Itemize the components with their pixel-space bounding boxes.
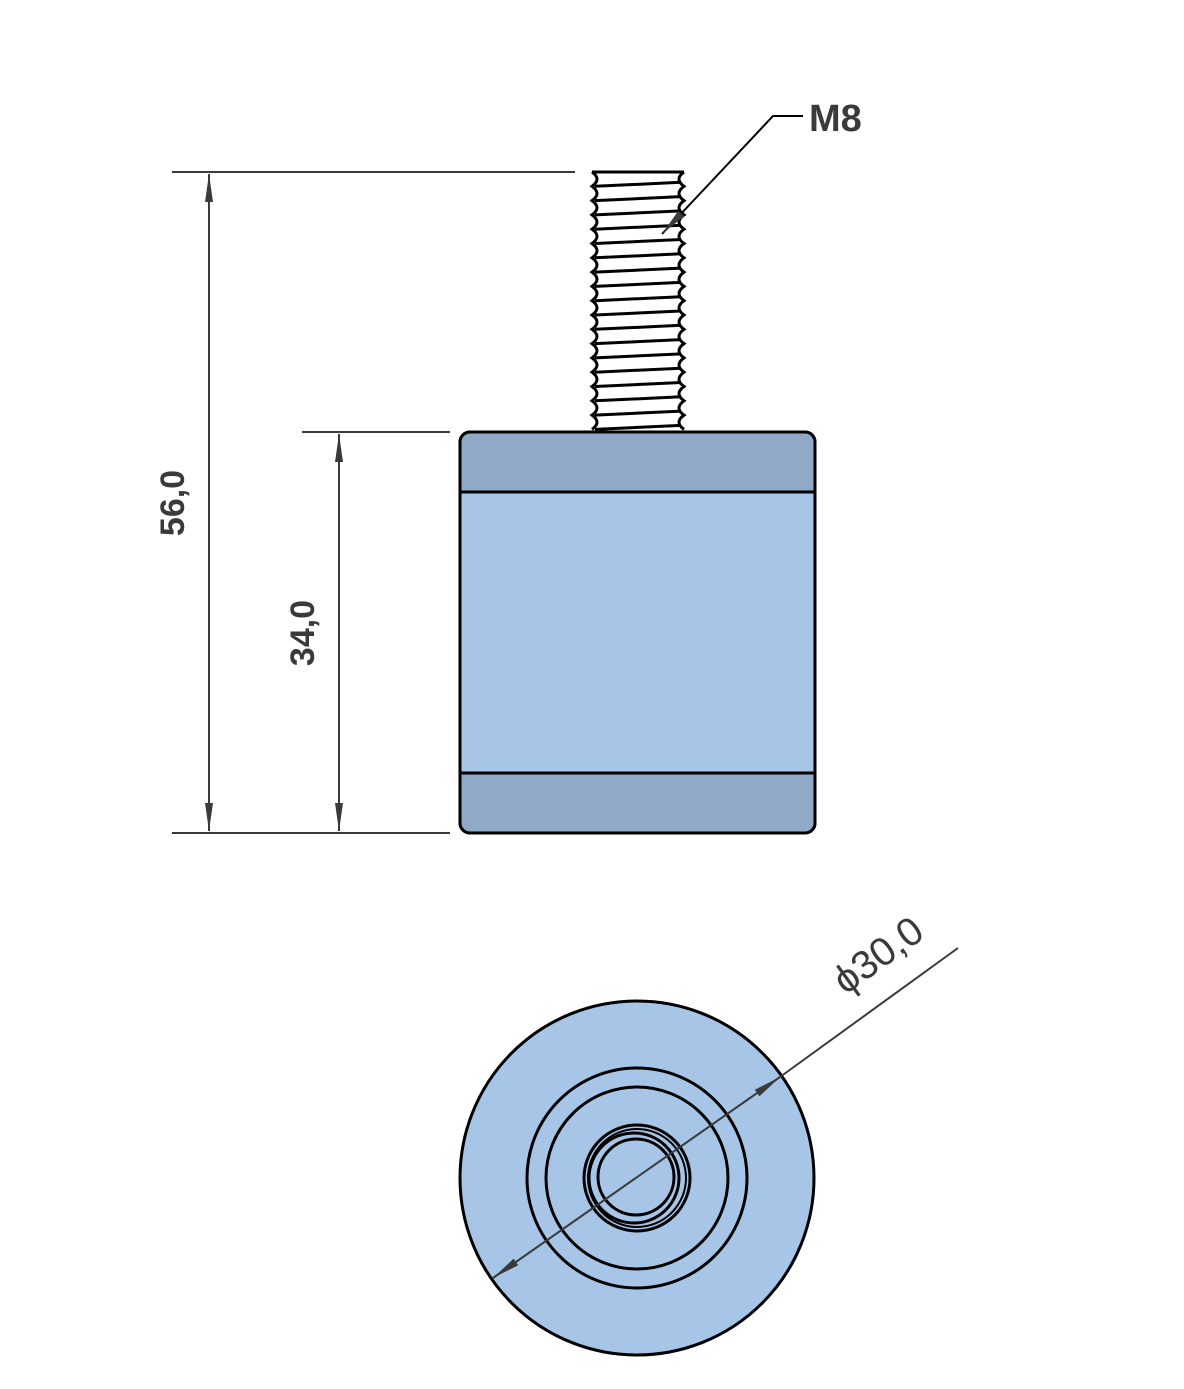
thread-crest-line <box>594 280 682 288</box>
dimension-diameter <box>492 947 959 1279</box>
top-band <box>461 433 814 491</box>
top-view: ϕ30,0 <box>458 908 959 1357</box>
thread-crest-line <box>594 338 682 346</box>
side-view: 56,0 34,0 M8 <box>154 98 862 835</box>
thread-crest-line <box>594 352 682 360</box>
threaded-stud <box>589 170 687 431</box>
thread-label: M8 <box>809 98 862 140</box>
thread-crest-line <box>594 423 682 431</box>
thread-crest-line <box>594 381 682 388</box>
thread-leader <box>661 115 803 235</box>
bottom-band <box>461 774 814 832</box>
cylinder-body <box>458 430 817 835</box>
dimension-body-height <box>302 431 450 831</box>
thread-crest-line <box>594 309 682 317</box>
body-height-label: 34,0 <box>284 600 322 666</box>
thread-crest-line <box>594 266 682 274</box>
diameter-label: ϕ30,0 <box>825 908 932 1003</box>
thread-crest-line <box>594 323 682 331</box>
overall-height-label: 56,0 <box>154 470 192 536</box>
thread-crest-line <box>594 395 682 403</box>
thread-crest-line <box>594 409 682 417</box>
thread-crest-line <box>594 238 682 245</box>
thread-crest-line <box>594 209 682 217</box>
dimension-overall-height <box>172 171 575 834</box>
thread-crest-line <box>594 252 682 260</box>
thread-profile-left <box>589 170 599 431</box>
thread-crest-line <box>594 366 682 374</box>
thread-crest-line <box>594 295 682 303</box>
thread-crest-line <box>594 180 682 188</box>
thread-crest-line <box>594 195 682 203</box>
